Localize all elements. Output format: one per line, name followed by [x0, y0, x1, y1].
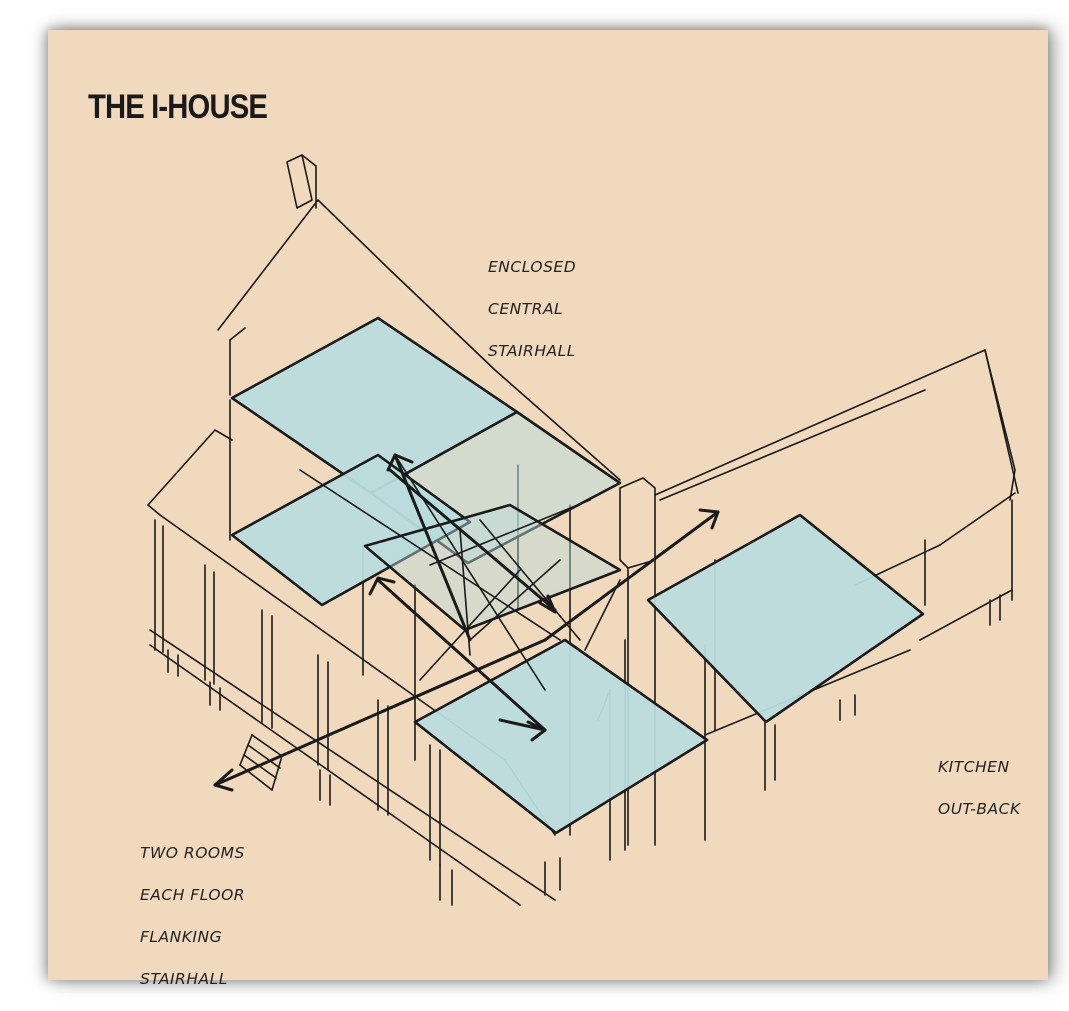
- arrow-right: [543, 508, 720, 642]
- floor-plates: [230, 316, 925, 835]
- lower-floor-right-room: [413, 638, 709, 835]
- label-two-rooms-each-floor: TWO ROOMS EACH FLOOR FLANKING STAIRHALL: [140, 844, 246, 988]
- gable-end-wall: [217, 199, 621, 481]
- circulation-arrows: [213, 453, 720, 792]
- arrow-lower: [498, 718, 547, 742]
- porch-posts: [154, 519, 441, 866]
- diagram-title: THE I-HOUSE: [88, 88, 268, 126]
- label-enclosed-central-stairhall: ENCLOSED CENTRAL STAIRHALL: [488, 258, 577, 360]
- front-steps: [239, 734, 283, 791]
- arrow-center: [388, 468, 557, 614]
- i-house-isometric-drawing: [147, 154, 1019, 906]
- arrow-front-left: [213, 638, 547, 792]
- label-kitchen-out-back: KITCHEN OUT-BACK: [938, 758, 1021, 818]
- porch-deck: [149, 629, 561, 906]
- main-chimney: [286, 154, 317, 209]
- arrow-mid-left: [368, 576, 547, 732]
- kitchen-floor: [646, 513, 925, 724]
